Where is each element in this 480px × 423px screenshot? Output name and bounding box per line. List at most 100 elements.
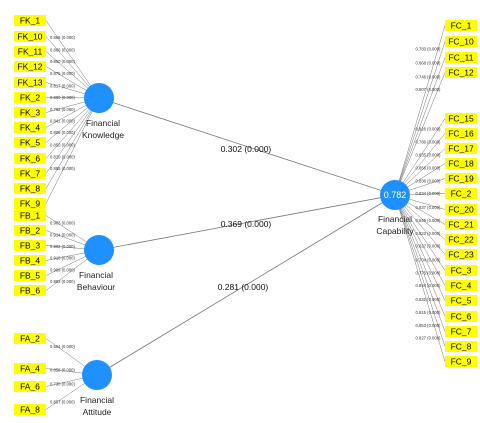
indicator-box-fk-7 bbox=[14, 168, 46, 179]
loading-label: 0.748 (0.000) bbox=[416, 74, 442, 79]
loading-line bbox=[394, 72, 446, 196]
construct-label-fa: Attitude bbox=[83, 407, 112, 417]
indicator-label: FC_1 bbox=[451, 20, 472, 30]
indicator-label: FC_6 bbox=[451, 311, 472, 321]
indicator-label: FK_13 bbox=[17, 77, 42, 87]
loading-line bbox=[394, 194, 446, 286]
loading-label: 0.835 (0.000) bbox=[416, 153, 442, 158]
indicator-box-fk-1 bbox=[14, 15, 46, 26]
loading-label: 0.783 (0.000) bbox=[416, 47, 442, 52]
loading-label: 0.893 (0.000) bbox=[50, 279, 76, 284]
loading-label: 0.730 (0.000) bbox=[50, 381, 76, 386]
indicator-label: FB_4 bbox=[20, 255, 41, 265]
loading-line bbox=[394, 194, 446, 332]
loading-label: 0.903 (0.000) bbox=[50, 221, 76, 226]
indicator-label: FC_20 bbox=[448, 204, 474, 214]
loading-line bbox=[394, 194, 446, 317]
loading-label: 0.909 (0.000) bbox=[50, 267, 76, 272]
loading-line bbox=[45, 97, 100, 189]
loading-label: 0.902 (0.000) bbox=[50, 244, 76, 249]
loading-label: 0.856 (0.000) bbox=[416, 165, 442, 170]
loading-label: 0.704 (0.000) bbox=[416, 257, 442, 262]
loading-label: 0.807 (0.000) bbox=[416, 87, 442, 92]
indicator-label: FK_12 bbox=[17, 61, 42, 71]
path-coefficient-fk: 0.302 (0.000) bbox=[221, 144, 272, 154]
indicator-box-fc-10 bbox=[445, 36, 477, 47]
indicator-box-fk-11 bbox=[14, 46, 46, 57]
loading-label: 0.823 (0.000) bbox=[416, 231, 442, 236]
loading-label: 0.918 (0.000) bbox=[50, 256, 76, 261]
path-coefficient-fa: 0.281 (0.000) bbox=[218, 282, 269, 292]
indicator-box-fa-4 bbox=[14, 363, 46, 374]
indicator-label: FA_6 bbox=[20, 381, 40, 391]
loading-line bbox=[394, 194, 446, 301]
indicator-label: FC_22 bbox=[448, 234, 474, 244]
indicator-label: FC_18 bbox=[448, 158, 474, 168]
path-line-fk-fc bbox=[98, 97, 396, 196]
indicator-box-fk-13 bbox=[14, 77, 46, 88]
loading-label: 0.810 (0.000) bbox=[50, 154, 76, 159]
loading-label: 0.786 (0.000) bbox=[416, 140, 442, 145]
loading-line bbox=[394, 194, 446, 271]
indicator-label: FC_11 bbox=[449, 52, 474, 62]
indicator-label: FC_7 bbox=[451, 326, 472, 336]
loading-line bbox=[394, 194, 446, 362]
indicator-label: FB_1 bbox=[20, 210, 41, 220]
indicator-box-fk-5 bbox=[14, 137, 46, 148]
indicator-label: FA_2 bbox=[20, 333, 40, 343]
indicator-label: FC_17 bbox=[448, 143, 474, 153]
indicator-label: FC_4 bbox=[451, 280, 472, 290]
indicator-box-fk-8 bbox=[14, 183, 46, 194]
loading-label: 0.815 (0.000) bbox=[416, 310, 442, 315]
indicator-label: FK_10 bbox=[17, 31, 42, 41]
construct-label-fk: Financial bbox=[86, 118, 120, 128]
loading-line bbox=[45, 20, 100, 99]
indicator-box-fc-22 bbox=[445, 234, 477, 245]
indicator-box-fa-6 bbox=[14, 381, 46, 392]
construct-label-fb: Behaviour bbox=[77, 282, 115, 292]
indicator-box-fc-19 bbox=[445, 173, 477, 184]
indicator-box-fc-23 bbox=[445, 249, 477, 260]
loading-label: 0.875 (0.000) bbox=[50, 71, 76, 76]
indicator-label: FC_21 bbox=[448, 219, 474, 229]
loading-label: 0.808 (0.000) bbox=[50, 130, 76, 135]
loading-label: 0.857 (0.000) bbox=[50, 399, 76, 404]
indicator-label: FK_4 bbox=[20, 122, 41, 132]
loading-label: 0.853 (0.000) bbox=[416, 323, 442, 328]
indicator-box-fk-12 bbox=[14, 61, 46, 72]
loading-line bbox=[394, 41, 446, 196]
indicator-label: FK_11 bbox=[18, 46, 43, 56]
indicator-label: FC_3 bbox=[451, 265, 472, 275]
indicator-box-fc-4 bbox=[445, 280, 477, 291]
construct-fk bbox=[84, 83, 114, 113]
indicator-label: FB_5 bbox=[20, 270, 41, 280]
indicator-box-fk-6 bbox=[14, 153, 46, 164]
indicator-box-fc-1 bbox=[445, 20, 477, 31]
construct-label-fc: Financial bbox=[378, 214, 412, 224]
indicator-box-fc-20 bbox=[445, 204, 477, 215]
indicator-box-fk-3 bbox=[14, 107, 46, 118]
loading-label: 0.554 (0.000) bbox=[50, 344, 76, 349]
indicator-label: FK_7 bbox=[20, 168, 41, 178]
indicator-box-fc-6 bbox=[445, 311, 477, 322]
indicator-box-fc-17 bbox=[445, 143, 477, 154]
indicator-box-fc-11 bbox=[445, 52, 477, 63]
indicator-box-fc-12 bbox=[445, 67, 477, 78]
indicator-label: FC_9 bbox=[451, 356, 472, 366]
loading-label: 0.914 (0.000) bbox=[50, 232, 76, 237]
indicator-label: FK_2 bbox=[20, 92, 41, 102]
path-line-fa-fc bbox=[96, 194, 396, 376]
indicator-label: FC_8 bbox=[451, 341, 472, 351]
indicator-box-fb-6 bbox=[14, 285, 46, 296]
indicator-label: FC_2 bbox=[451, 188, 472, 198]
indicator-box-fk-10 bbox=[14, 31, 46, 42]
path-coefficient-fb: 0.369 (0.000) bbox=[221, 219, 272, 229]
indicator-box-fb-1 bbox=[14, 210, 46, 221]
loading-label: 0.858 (0.000) bbox=[50, 367, 76, 372]
construct-fb bbox=[84, 235, 114, 265]
indicator-box-fc-2 bbox=[445, 188, 477, 199]
construct-fc bbox=[380, 180, 410, 210]
construct-label-fa: Financial bbox=[80, 395, 114, 405]
loading-label: 0.826 (0.000) bbox=[416, 127, 442, 132]
loading-label: 0.855 (0.000) bbox=[50, 166, 76, 171]
